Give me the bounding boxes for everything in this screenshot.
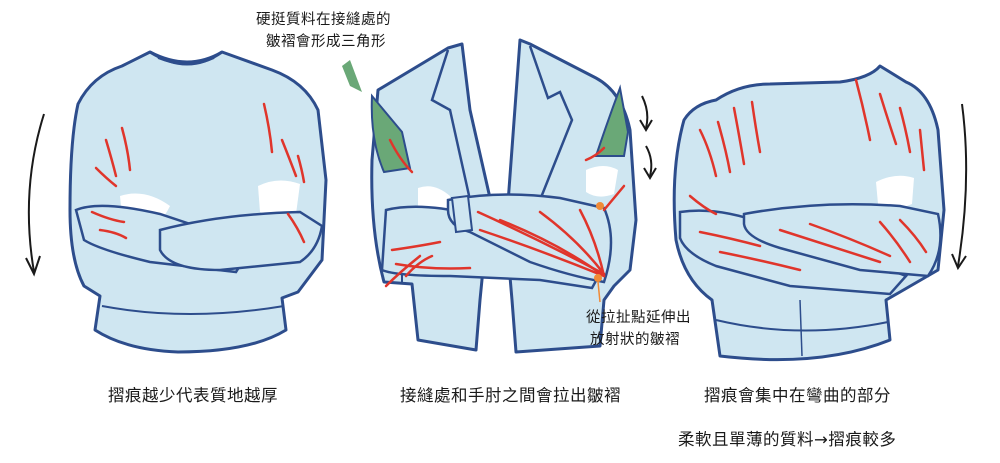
downward-arrow-jacket-lower xyxy=(643,145,657,180)
seam-triangle-callout xyxy=(342,60,362,92)
caption-soft-fabric: 柔軟且單薄的質料→摺痕較多 xyxy=(678,430,897,449)
jacket-cuff xyxy=(450,194,474,234)
jacket-right-hand xyxy=(586,166,618,197)
caption-seam-elbow: 接縫處和手肘之間會拉出皺褶 xyxy=(400,386,621,405)
soft-shirt-side-seam xyxy=(799,299,803,357)
pull-point-annotation-line1: 從拉扯點延伸出 xyxy=(586,310,691,326)
downward-arrow-right xyxy=(951,103,968,271)
right-seam-triangle xyxy=(594,84,630,157)
jacket-fold-lines xyxy=(384,138,626,288)
jacket-right-lapel xyxy=(528,45,574,201)
left-seam-triangle xyxy=(370,93,412,174)
sweater-hem-line xyxy=(101,305,285,315)
downward-arrow-left xyxy=(25,113,45,277)
callout-leader-line xyxy=(597,281,601,303)
soft-shirt-crossed-arm-upper xyxy=(742,202,942,278)
sweater-collar-rib xyxy=(157,57,215,65)
crossed-arm-right xyxy=(158,210,324,272)
seam-annotation-line2: 皺褶會形成三角形 xyxy=(266,34,386,50)
caption-bend-folds: 摺痕會集中在彎曲的部分 xyxy=(704,386,891,405)
pull-point-marker xyxy=(596,202,604,210)
right-hand xyxy=(258,180,300,218)
sweater-fold-lines xyxy=(90,102,306,244)
pull-point-annotation-line2: 放射狀的皺褶 xyxy=(590,332,680,348)
soft-shirt-left-hand xyxy=(876,175,914,208)
sweater-body xyxy=(68,50,328,354)
soft-shirt-fold-lines xyxy=(688,78,928,272)
seam-annotation-line1: 硬挺質料在接縫處的 xyxy=(256,12,391,28)
downward-arrow-jacket-upper xyxy=(639,95,653,132)
sweater-figure xyxy=(25,50,328,354)
jacket-left-lapel xyxy=(430,49,472,201)
soft-shirt-figure xyxy=(672,64,968,362)
caption-thick-fabric: 摺痕越少代表質地越厚 xyxy=(108,386,278,405)
jacket-figure xyxy=(342,38,657,354)
pull-point-marker xyxy=(594,274,602,282)
